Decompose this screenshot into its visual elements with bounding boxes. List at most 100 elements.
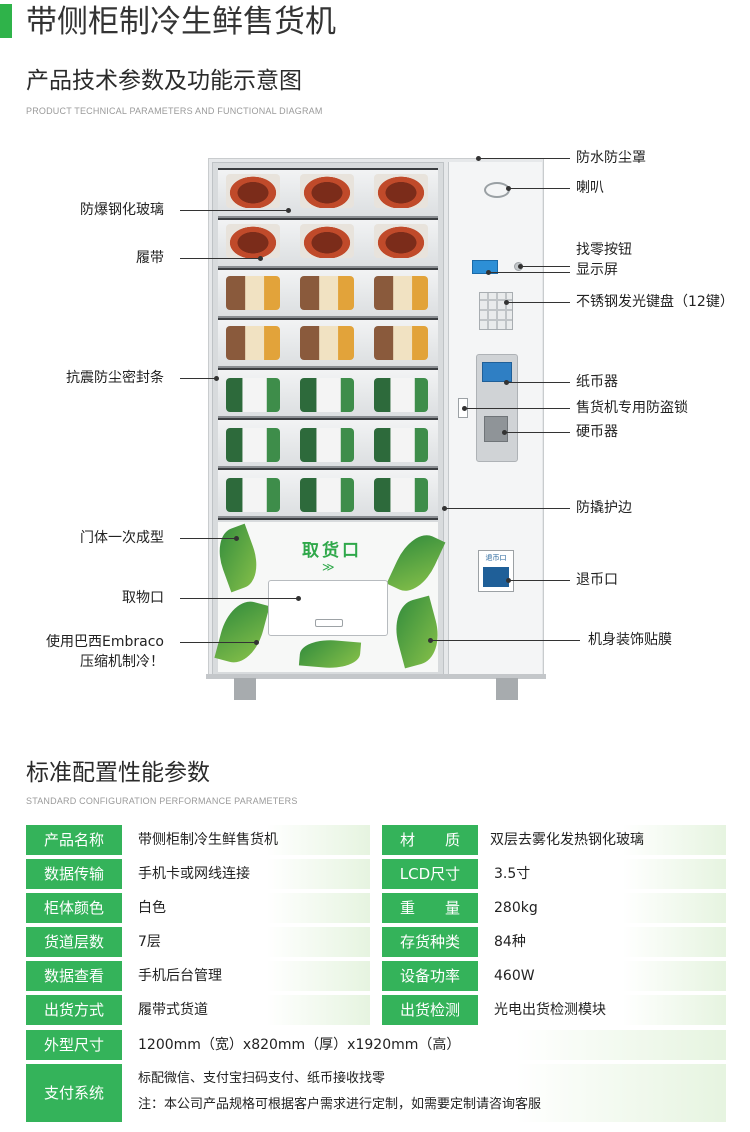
spec-label: 数据传输 bbox=[26, 859, 122, 889]
leader-dot bbox=[486, 270, 491, 275]
keypad-icon[interactable] bbox=[479, 292, 513, 330]
diagram-section-title: 产品技术参数及功能示意图 bbox=[26, 68, 302, 94]
callout-coin-acceptor: 硬币器 bbox=[576, 424, 618, 440]
leader-dot bbox=[254, 640, 259, 645]
product-image bbox=[374, 378, 428, 412]
diagram-section-subtitle: PRODUCT TECHNICAL PARAMETERS AND FUNCTIO… bbox=[26, 106, 323, 116]
spec-value: 7层 bbox=[138, 934, 161, 950]
machine-base bbox=[206, 674, 546, 679]
spec-value: 履带式货道 bbox=[138, 1002, 208, 1018]
leader-line bbox=[180, 538, 236, 539]
spec-label: 材 质 bbox=[382, 825, 478, 855]
bill-acceptor-icon[interactable] bbox=[482, 362, 512, 382]
product-image bbox=[374, 276, 428, 310]
product-image bbox=[374, 326, 428, 360]
spec-label: 出货方式 bbox=[26, 995, 122, 1025]
callout-seal: 抗震防尘密封条 bbox=[66, 370, 164, 386]
callout-bill-acceptor: 纸币器 bbox=[576, 374, 618, 390]
display-screen bbox=[472, 260, 498, 274]
leader-dot bbox=[442, 506, 447, 511]
spec-label: 出货检测 bbox=[382, 995, 478, 1025]
leader-line bbox=[444, 508, 570, 509]
callout-dust-cover: 防水防尘罩 bbox=[576, 150, 646, 166]
leader-line bbox=[506, 302, 570, 303]
spec-label: 产品名称 bbox=[26, 825, 122, 855]
spec-section-subtitle: STANDARD CONFIGURATION PERFORMANCE PARAM… bbox=[26, 796, 298, 806]
machine-leg bbox=[496, 678, 518, 700]
spec-value: 460W bbox=[494, 968, 535, 984]
spec-value: 280kg bbox=[494, 900, 538, 916]
coin-acceptor-icon[interactable] bbox=[484, 416, 508, 442]
spec-row-bg bbox=[26, 1030, 726, 1060]
leader-dot bbox=[258, 256, 263, 261]
callout-lock: 售货机专用防盗锁 bbox=[576, 400, 688, 416]
spec-label: 数据查看 bbox=[26, 961, 122, 991]
spec-value: 双层去雾化发热钢化玻璃 bbox=[490, 832, 644, 848]
header-accent-bar bbox=[0, 4, 12, 38]
leader-line bbox=[508, 188, 570, 189]
page-header: 带侧柜制冷生鲜售货机 bbox=[0, 0, 750, 46]
leader-line bbox=[506, 382, 570, 383]
chevron-down-icon: ≫ bbox=[322, 560, 335, 574]
callout-compressor-line2: 压缩机制冷！ bbox=[80, 654, 164, 670]
callout-keypad: 不锈钢发光键盘（12键） bbox=[576, 294, 734, 310]
machine-diagram: 取货口 ≫ 退币口 防爆钢化玻璃 履带 抗震防尘密封条 门体一次成型 取物口 使… bbox=[0, 140, 750, 710]
spec-label: 重 量 bbox=[382, 893, 478, 923]
leader-line bbox=[430, 640, 580, 641]
product-image bbox=[300, 378, 354, 412]
callout-display: 显示屏 bbox=[576, 262, 618, 278]
callout-belt: 履带 bbox=[136, 250, 164, 266]
pickup-door[interactable] bbox=[268, 580, 388, 636]
coin-return-label: 退币口 bbox=[485, 554, 507, 562]
spec-section-title: 标准配置性能参数 bbox=[26, 760, 210, 786]
callout-anti-pry: 防撬护边 bbox=[576, 500, 632, 516]
callout-decal: 机身装饰贴膜 bbox=[588, 632, 672, 648]
leader-dot bbox=[506, 186, 511, 191]
product-image bbox=[374, 478, 428, 512]
product-image bbox=[226, 174, 280, 208]
leader-dot bbox=[476, 156, 481, 161]
spec-value: 标配微信、支付宝扫码支付、纸币接收找零 bbox=[138, 1071, 386, 1086]
leader-line bbox=[508, 580, 570, 581]
leader-dot bbox=[234, 536, 239, 541]
leader-dot bbox=[506, 578, 511, 583]
spec-label: 设备功率 bbox=[382, 961, 478, 991]
product-image bbox=[374, 428, 428, 462]
spec-value: 光电出货检测模块 bbox=[494, 1002, 606, 1018]
spec-value: 1200mm（宽）x820mm（厚）x1920mm（高） bbox=[138, 1037, 461, 1053]
pickup-label: 取货口 bbox=[302, 541, 362, 561]
spec-label: 货道层数 bbox=[26, 927, 122, 957]
product-image bbox=[374, 224, 428, 258]
spec-label: 存货种类 bbox=[382, 927, 478, 957]
leader-line bbox=[180, 642, 256, 643]
coin-return-slot[interactable] bbox=[483, 567, 509, 587]
spec-label: 柜体颜色 bbox=[26, 893, 122, 923]
callout-change-button: 找零按钮 bbox=[576, 242, 632, 258]
leader-dot bbox=[428, 638, 433, 643]
callout-pickup: 取物口 bbox=[122, 590, 164, 606]
pickup-door-handle[interactable] bbox=[315, 619, 343, 627]
product-image bbox=[226, 428, 280, 462]
leader-line bbox=[478, 158, 570, 159]
leader-dot bbox=[518, 264, 523, 269]
callout-glass: 防爆钢化玻璃 bbox=[80, 202, 164, 218]
product-image bbox=[300, 276, 354, 310]
leader-line bbox=[464, 408, 570, 409]
leader-line bbox=[520, 266, 570, 267]
product-image bbox=[226, 276, 280, 310]
coin-return-unit[interactable]: 退币口 bbox=[478, 550, 514, 592]
leader-dot bbox=[296, 596, 301, 601]
machine-leg bbox=[234, 678, 256, 700]
callout-door: 门体一次成型 bbox=[80, 530, 164, 546]
leader-line bbox=[180, 378, 216, 379]
page-title: 带侧柜制冷生鲜售货机 bbox=[26, 4, 336, 40]
leader-line bbox=[504, 432, 570, 433]
spec-label: 外型尺寸 bbox=[26, 1030, 122, 1060]
product-image bbox=[300, 224, 354, 258]
leader-line bbox=[180, 258, 260, 259]
callout-compressor: 使用巴西Embraco 压缩机制冷！ bbox=[46, 632, 164, 672]
product-image bbox=[226, 326, 280, 360]
callout-coin-return: 退币口 bbox=[576, 572, 618, 588]
leader-dot bbox=[502, 430, 507, 435]
product-image bbox=[226, 478, 280, 512]
